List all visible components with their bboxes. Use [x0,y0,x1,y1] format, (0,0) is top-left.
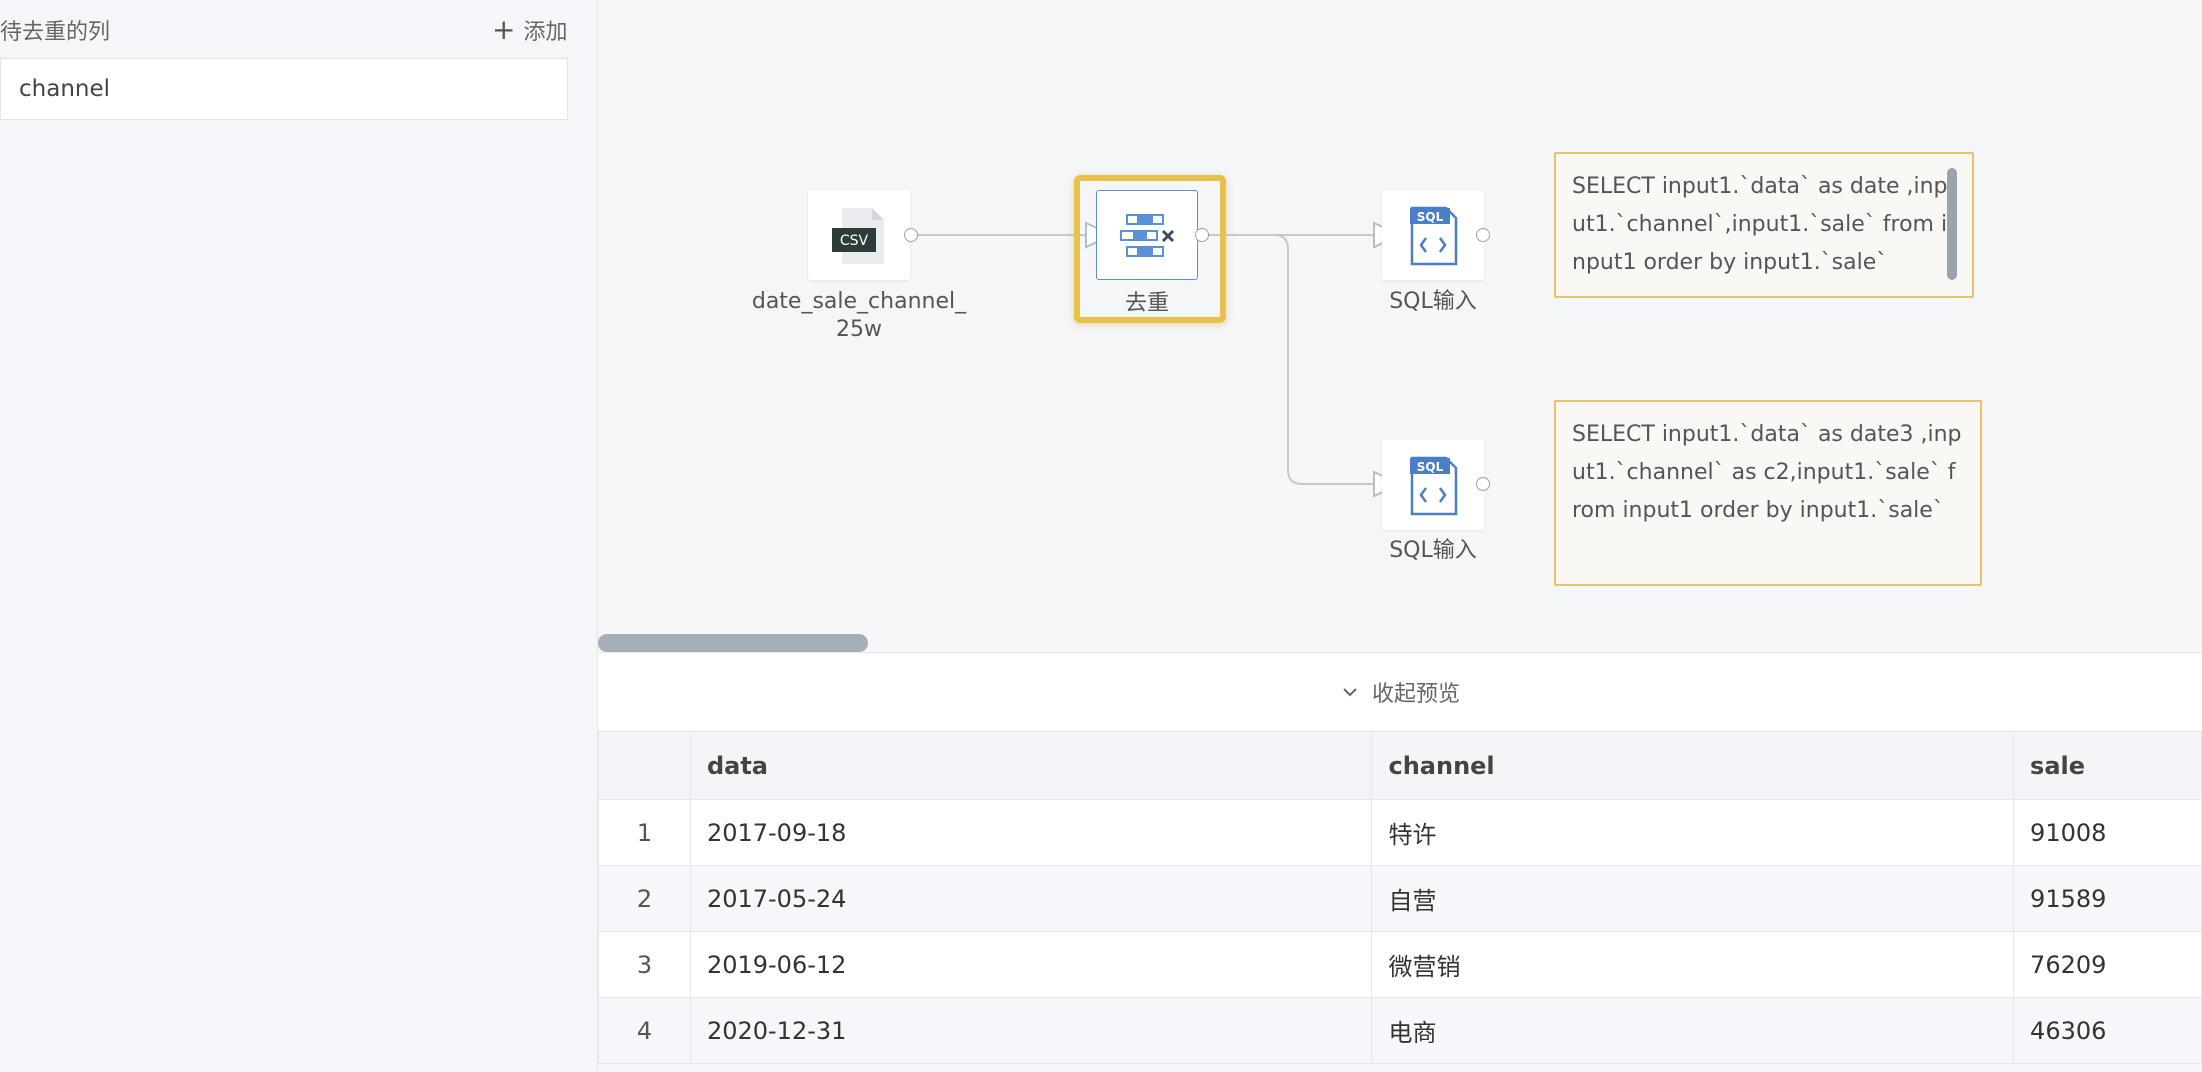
row-index: 2 [598,865,691,932]
cell-data: 2017-05-24 [689,865,1373,932]
svg-text:CSV: CSV [840,233,869,249]
preview-table: data channel sale 1 2017-09-18 特许 91008 … [598,731,2202,1064]
add-column-label: 添加 [523,20,568,45]
cell-sale: 91008 [2013,799,2202,866]
table-row: 3 2019-06-12 微营销 76209 [598,931,2202,998]
cell-sale: 76209 [2013,931,2202,998]
sql1-output-port[interactable] [1476,228,1490,242]
row-index: 1 [598,799,691,866]
column-header-sale[interactable]: sale [2013,731,2202,800]
csv-source-node[interactable]: CSV [808,190,910,280]
chevron-down-icon [1343,688,1357,697]
sql-input-node-1[interactable]: SQL [1382,190,1484,280]
dedupe-node-label: 去重 [1124,291,1169,316]
plus-icon: + [492,13,516,46]
sql-node-2-label: SQL输入 [1389,538,1477,563]
sql-query-box-1[interactable]: SELECT input1.`data` as date ,input1.`ch… [1554,152,1974,298]
dedupe-node[interactable] [1096,190,1198,280]
table-row: 1 2017-09-18 特许 91008 [598,799,2202,866]
sql-query-text-1: SELECT input1.`data` as date ,input1.`ch… [1572,174,1948,275]
table-header-row: data channel sale [598,731,2202,800]
cell-channel: 特许 [1371,799,2015,866]
row-index: 4 [598,997,691,1064]
cell-data: 2017-09-18 [689,799,1373,866]
selected-node-highlight [1074,175,1226,323]
flow-canvas[interactable]: CSV date_sale_channel_ 25w 去重 SQL SQL输入 [598,0,2202,650]
sql-file-icon: SQL [1410,456,1458,516]
csv-output-port[interactable] [904,228,918,242]
csv-node-label: date_sale_channel_ 25w [751,289,967,342]
column-header-data[interactable]: data [689,731,1373,800]
left-config-panel: 待去重的列 + 添加 channel [0,0,598,1072]
row-index: 3 [598,931,691,998]
svg-text:SQL: SQL [1417,460,1444,474]
add-column-button[interactable]: + 添加 [492,14,567,46]
column-field-channel[interactable]: channel [0,58,568,120]
sql-node-1-label: SQL输入 [1389,289,1477,314]
dedupe-columns-title: 待去重的列 [0,20,111,45]
sql2-output-port[interactable] [1476,477,1490,491]
sql-file-icon: SQL [1410,206,1458,266]
column-header-channel[interactable]: channel [1371,731,2015,800]
cell-channel: 微营销 [1371,931,2015,998]
cell-data: 2020-12-31 [689,997,1373,1064]
collapse-preview-toggle[interactable]: 收起预览 [598,652,2202,732]
cell-sale: 46306 [2013,997,2202,1064]
csv-file-icon: CSV [832,208,884,264]
sql-input-node-2[interactable]: SQL [1382,440,1484,530]
column-header-index [598,731,691,800]
table-row: 2 2017-05-24 自营 91589 [598,865,2202,932]
canvas-horizontal-scrollbar[interactable] [598,634,868,652]
table-row: 4 2020-12-31 电商 46306 [598,997,2202,1064]
sql-box-1-scrollbar[interactable] [1947,168,1957,280]
dedupe-icon [1120,214,1175,257]
sql-query-text-2: SELECT input1.`data` as date3 ,input1.`c… [1572,422,1962,523]
sql-query-box-2[interactable]: SELECT input1.`data` as date3 ,input1.`c… [1554,400,1982,586]
collapse-preview-label: 收起预览 [1371,682,1460,707]
cell-data: 2019-06-12 [689,931,1373,998]
cell-sale: 91589 [2013,865,2202,932]
cell-channel: 自营 [1371,865,2015,932]
svg-text:SQL: SQL [1417,210,1444,224]
dedupe-output-port[interactable] [1195,228,1209,242]
cell-channel: 电商 [1371,997,2015,1064]
